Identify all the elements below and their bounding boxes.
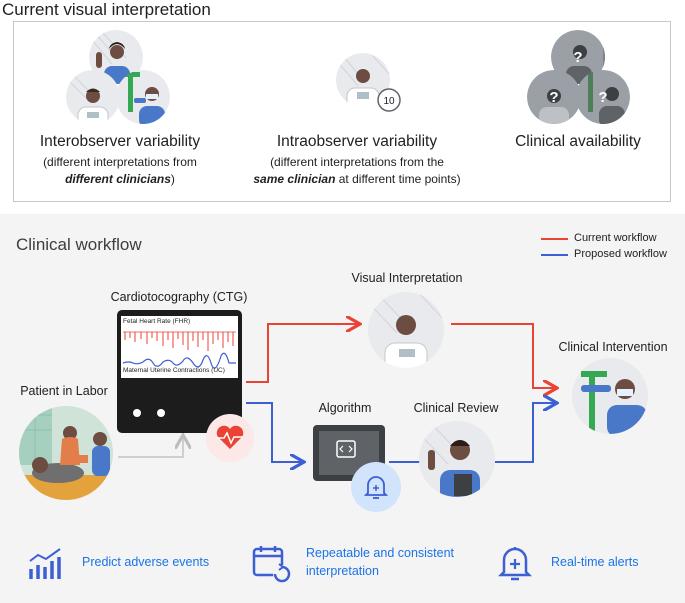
intraobserver-illustration: 10 — [336, 53, 401, 112]
ctg-uc-label: Maternal Uterine Contractions (UC) — [123, 367, 225, 374]
clinical-workflow-panel — [0, 214, 685, 603]
ctg-trace — [122, 331, 236, 369]
question-mark-icon: ? — [549, 89, 558, 106]
unavailable-avatar-2 — [527, 70, 581, 124]
heart-rate-icon — [206, 414, 254, 462]
clinician-avatar-same — [336, 53, 390, 107]
intraobserver-desc-line1: (different interpretations from the — [270, 155, 444, 169]
interobserver-desc-line1: (different interpretations from — [43, 155, 197, 169]
feature-predict-text: Predict adverse events — [82, 555, 210, 569]
interobserver-desc-end: ) — [170, 172, 175, 186]
patient-illustration — [19, 406, 113, 500]
feature-alerts: Real-time alerts — [551, 553, 639, 571]
arrow-review-to-intervention — [495, 403, 555, 463]
intraobserver-title: Intraobserver variability — [276, 133, 438, 150]
feature-alerts-text: Real-time alerts — [551, 555, 639, 569]
calendar-refresh-icon — [252, 546, 291, 583]
clinician-avatar-2 — [66, 70, 120, 124]
arrow-visual-to-intervention — [451, 323, 555, 388]
availability-illustration: ? ? ? — [527, 30, 630, 124]
clinician-avatar-1 — [89, 30, 143, 84]
interobserver-description: (different interpretations from differen… — [18, 154, 222, 188]
legend-line-current — [541, 238, 568, 240]
ctg-fhr-label: Fetal Heart Rate (FHR) — [123, 318, 191, 325]
node-label-ctg: Cardiotocography (CTG) — [110, 290, 248, 304]
section-title-workflow: Clinical workflow — [16, 235, 142, 254]
question-mark-icon: ? — [598, 89, 607, 106]
feature-repeatable-line1: Repeatable and consistent — [306, 546, 455, 560]
interobserver-desc-bold: different clinicians — [65, 172, 171, 186]
arrow-patient-to-ctg — [118, 437, 183, 458]
alert-bell-icon — [363, 476, 389, 496]
legend-line-proposed — [541, 254, 568, 256]
arrow-ctg-to-algorithm — [246, 402, 302, 462]
node-label-algorithm: Algorithm — [318, 401, 372, 415]
interobserver-illustration — [66, 30, 170, 124]
feature-repeatable-line2: interpretation — [306, 564, 379, 578]
clinical-review-illustration — [419, 421, 495, 497]
feature-repeatable: Repeatable and consistent interpretation — [306, 544, 454, 580]
ctg-screen — [121, 316, 238, 378]
node-label-intervention: Clinical Intervention — [558, 340, 668, 354]
history-badge-value: 10 — [383, 96, 395, 107]
visual-interpretation-illustration — [368, 292, 444, 368]
arrow-ctg-to-visual — [246, 324, 358, 383]
legend-label-current: Current workflow — [574, 232, 657, 244]
ctg-button-2 — [157, 409, 165, 417]
legend-label-proposed: Proposed workflow — [574, 248, 667, 260]
algorithm-illustration — [313, 425, 401, 512]
feature-predict: Predict adverse events — [82, 553, 209, 571]
bell-alert-icon — [498, 547, 532, 581]
ctg-button-1 — [133, 409, 141, 417]
intraobserver-desc-end: at different time points) — [335, 172, 461, 186]
question-mark-icon: ? — [573, 49, 582, 66]
interobserver-title: Interobserver variability — [39, 133, 201, 150]
bar-chart-trend-icon — [29, 548, 61, 579]
clinical-intervention-illustration — [572, 358, 648, 434]
intraobserver-desc-bold: same clinician — [253, 172, 336, 186]
section-title-current: Current visual interpretation — [2, 0, 211, 19]
code-icon — [336, 440, 356, 458]
availability-title: Clinical availability — [515, 133, 641, 150]
history-clock-icon — [377, 88, 401, 112]
intraobserver-description: (different interpretations from the same… — [236, 154, 478, 188]
node-label-review: Clinical Review — [413, 401, 499, 415]
node-label-patient: Patient in Labor — [20, 384, 108, 398]
node-label-visual: Visual Interpretation — [351, 271, 463, 285]
